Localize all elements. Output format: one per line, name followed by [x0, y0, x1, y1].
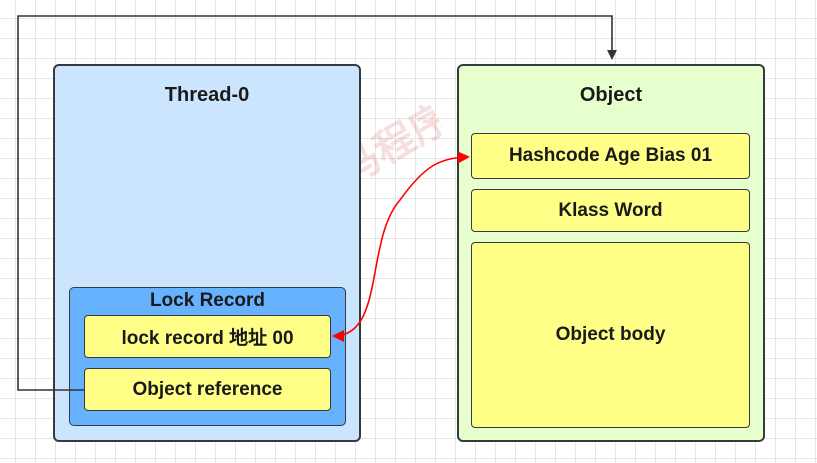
mark-word-cell: Hashcode Age Bias 01 — [471, 133, 750, 179]
object-title: Object — [579, 84, 643, 106]
thread-title: Thread-0 — [164, 84, 250, 106]
klass-word-cell: Klass Word — [471, 189, 750, 232]
lock-record-address-cell: lock record 地址 00 — [84, 315, 331, 358]
lock-record-title: Lock Record — [149, 290, 266, 311]
object-reference-cell: Object reference — [84, 368, 331, 411]
object-body-cell: Object body — [471, 242, 750, 428]
